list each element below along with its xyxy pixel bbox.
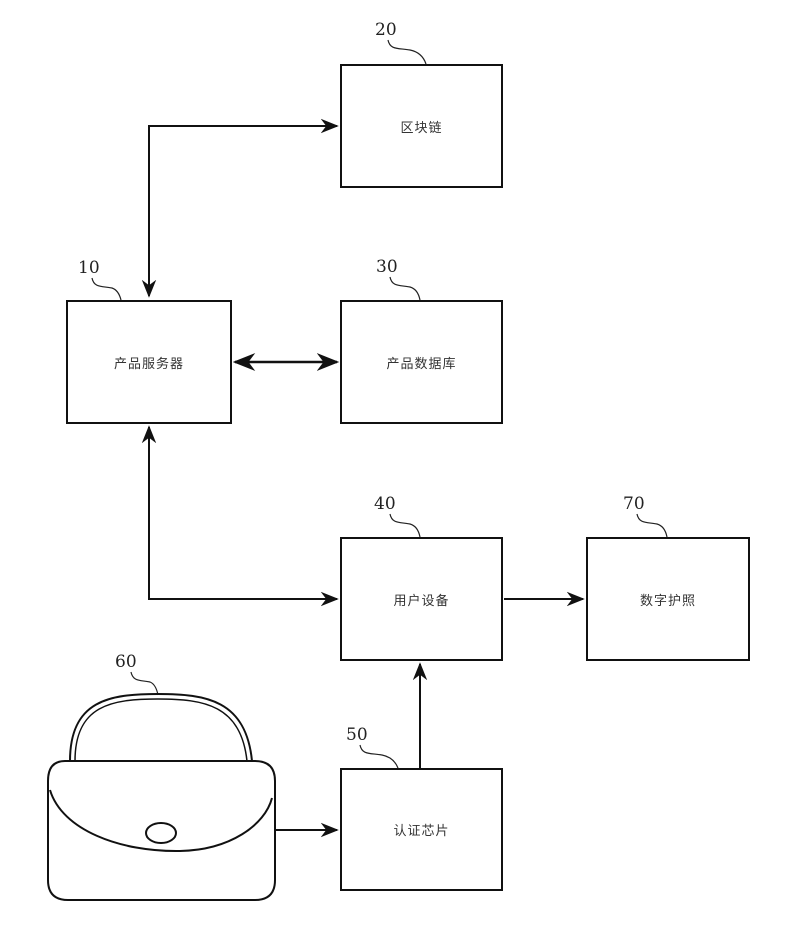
handbag-icon	[48, 694, 275, 900]
authentication-chip-label: 认证芯片	[393, 820, 449, 839]
leader-line-70	[637, 514, 667, 537]
leader-line-40	[390, 514, 420, 537]
digital-passport-label: 数字护照	[640, 590, 696, 609]
digital-passport-box: 数字护照	[586, 537, 750, 661]
leader-line-10	[92, 278, 121, 300]
ref-label-30: 30	[376, 257, 398, 277]
product-server-label: 产品服务器	[114, 353, 184, 372]
ref-label-50: 50	[346, 725, 368, 745]
blockchain-box: 区块链	[340, 64, 503, 188]
clasp-icon	[146, 823, 176, 843]
product-server-box: 产品服务器	[66, 300, 232, 424]
product-database-label: 产品数据库	[386, 353, 456, 372]
leader-line-50	[360, 745, 398, 768]
user-device-label: 用户设备	[393, 590, 449, 609]
ref-label-10: 10	[78, 258, 100, 278]
leader-line-20	[388, 40, 426, 64]
blockchain-label: 区块链	[400, 117, 442, 136]
edge-server-blockchain	[149, 126, 337, 296]
user-device-box: 用户设备	[340, 537, 503, 661]
edge-server-userdevice	[149, 427, 337, 599]
ref-label-60: 60	[115, 652, 137, 672]
authentication-chip-box: 认证芯片	[340, 768, 503, 891]
ref-label-40: 40	[374, 494, 396, 514]
ref-label-70: 70	[623, 494, 645, 514]
ref-label-20: 20	[375, 20, 397, 40]
leader-line-30	[390, 277, 420, 300]
product-database-box: 产品数据库	[340, 300, 503, 424]
leader-line-60	[131, 672, 158, 695]
